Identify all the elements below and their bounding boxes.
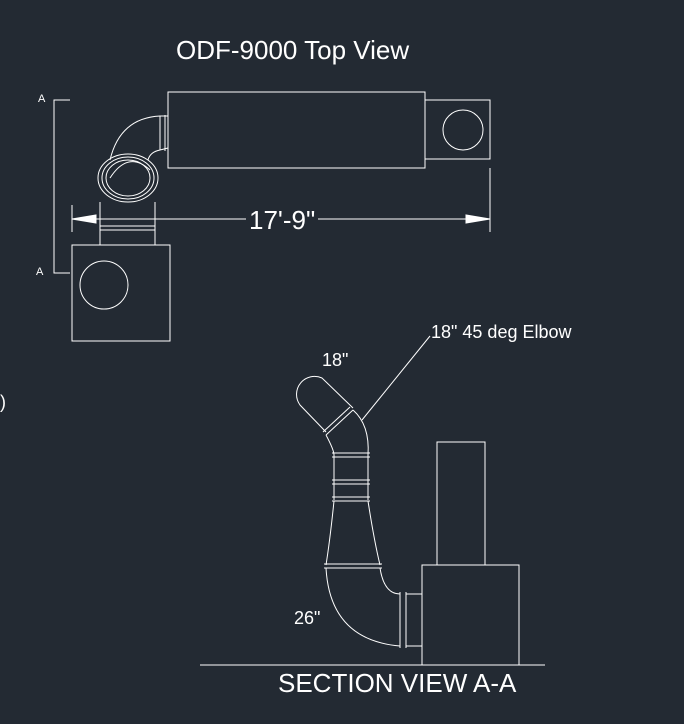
section-marker [53,99,70,274]
section-view [200,335,545,666]
upper-diameter-label: 18" [322,350,349,370]
right-end-box [424,99,491,160]
lower-filter-box [71,244,171,342]
section-duct [324,452,382,569]
section-marker-bottom-label: A [36,266,44,278]
lower-box-circle [79,260,129,310]
elbow-callout: 18" 45 deg Elbow [431,322,572,342]
section-view-title: SECTION VIEW A-A [278,668,517,698]
top-view-title: ODF-9000 Top View [176,35,410,65]
top-view-elbow [109,115,169,161]
section-marker-top-label: A [38,93,46,105]
right-outlet-circle [442,109,484,151]
lower-diameter-label: 26" [294,608,321,628]
main-housing [167,91,426,169]
overall-dimension: 17'-9" [246,207,319,233]
section-elbow-lower [325,567,422,648]
cropped-text-fragment: ) [0,392,6,412]
unit-stack [436,441,486,566]
top-view-collar [97,153,159,203]
elbow-leader [361,335,431,421]
section-elbow-upper [296,375,369,456]
unit-body [421,564,520,666]
